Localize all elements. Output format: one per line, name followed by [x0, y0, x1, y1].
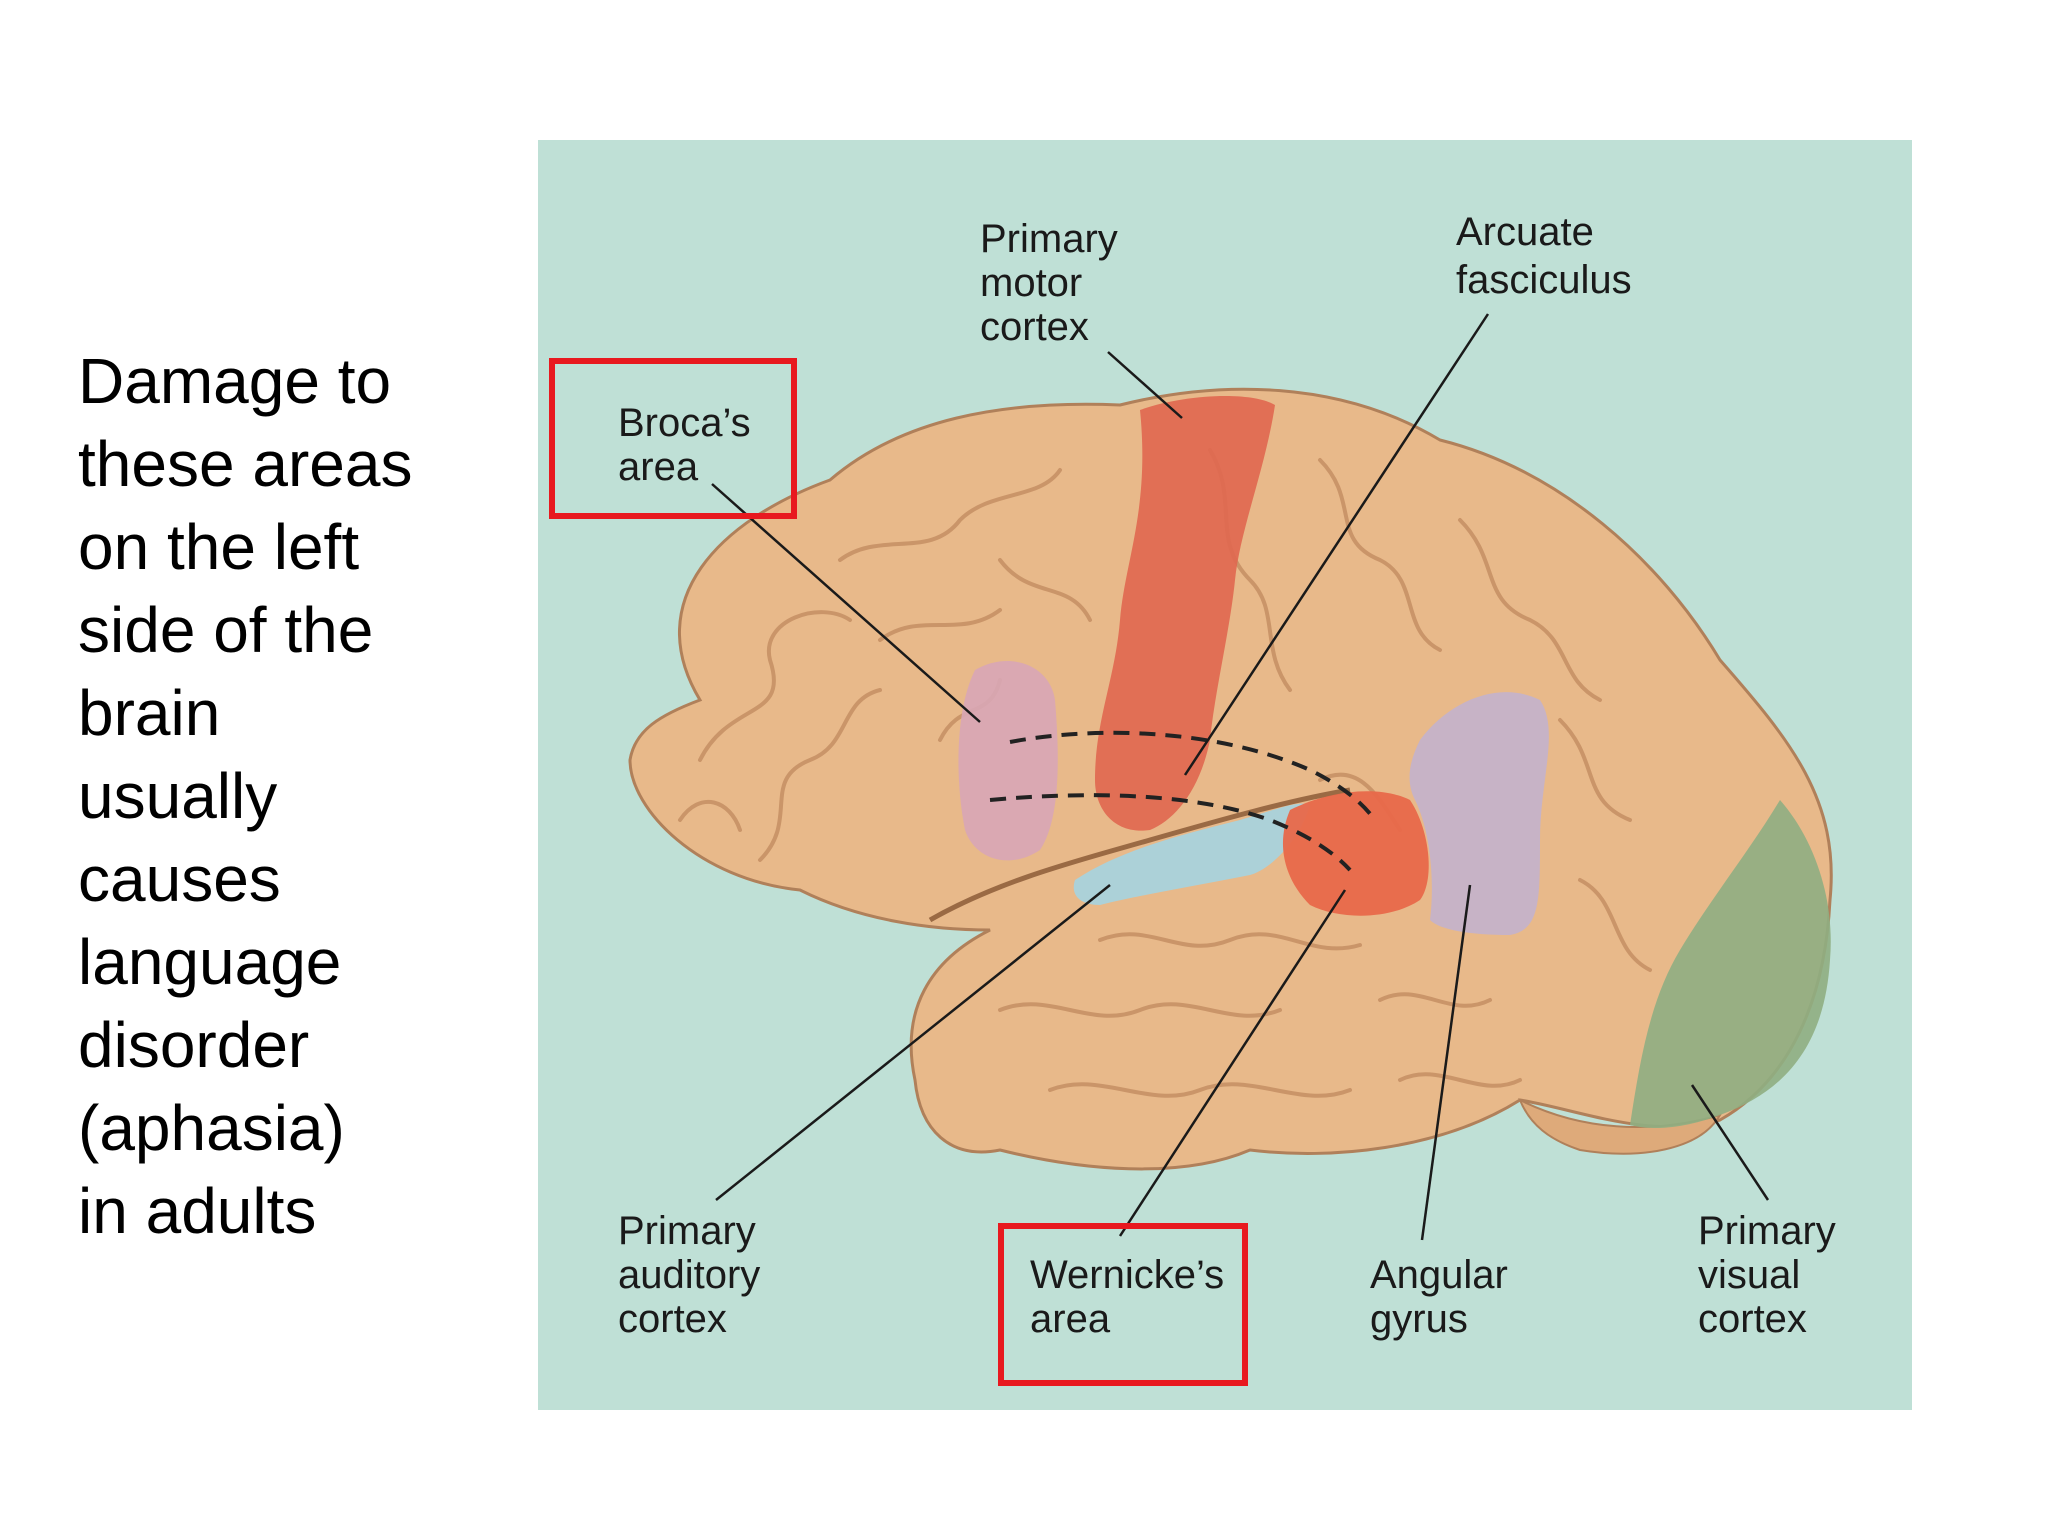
label-line: cortex	[980, 305, 1089, 349]
broca-region	[958, 661, 1058, 861]
label-line: Broca’s	[618, 401, 751, 445]
label-brocas-area: Broca’s area	[618, 401, 762, 489]
label-line: cortex	[618, 1297, 727, 1341]
text-line: brain	[78, 677, 221, 749]
broca-highlight-box	[549, 358, 797, 519]
leader-motor-cortex	[1107, 351, 1183, 419]
label-primary-auditory-cortex: Primary auditory cortex	[618, 1209, 771, 1341]
label-line: visual	[1698, 1253, 1800, 1297]
label-line: area	[1030, 1297, 1111, 1341]
wernicke-region	[1282, 791, 1429, 916]
text-line: language	[78, 926, 342, 998]
primary-auditory-cortex-region	[1073, 803, 1310, 905]
label-line: Angular	[1370, 1253, 1508, 1297]
label-line: fasciculus	[1456, 258, 1632, 302]
label-wernickes-area: Wernicke’s area	[1030, 1253, 1235, 1341]
text-line: these areas	[78, 428, 413, 500]
leader-angular	[1420, 884, 1472, 1241]
text-line: in adults	[78, 1175, 317, 1247]
label-line: Primary	[618, 1209, 756, 1253]
slide-text: Damage to these areas on the left side o…	[78, 340, 498, 1253]
leader-arcuate	[1183, 313, 1490, 776]
leader-lines	[711, 313, 1770, 1241]
text-line: on the left	[78, 511, 360, 583]
text-line: (aphasia)	[78, 1092, 345, 1164]
label-primary-motor-cortex: Primary motor cortex	[980, 217, 1129, 349]
label-angular-gyrus: Angular gyrus	[1370, 1253, 1519, 1341]
text-line: side of the	[78, 594, 374, 666]
label-line: motor	[980, 261, 1082, 305]
label-line: Arcuate	[1456, 210, 1594, 254]
text-line: causes	[78, 843, 281, 915]
label-arcuate-fasciculus: Arcuate fasciculus	[1456, 210, 1632, 302]
label-line: Primary	[980, 217, 1118, 261]
lateral-sulcus	[928, 787, 1351, 923]
label-line: Primary	[1698, 1209, 1836, 1253]
text-line: Damage to	[78, 345, 392, 417]
label-primary-visual-cortex: Primary visual cortex	[1698, 1209, 1847, 1341]
arcuate-fasciculus-paths	[989, 730, 1377, 872]
brain-lower-lobe	[1518, 1097, 1723, 1155]
primary-visual-cortex-region	[1630, 800, 1831, 1128]
primary-motor-cortex-region	[1095, 395, 1275, 831]
wernicke-highlight-box	[998, 1223, 1248, 1386]
label-line: Wernicke’s	[1030, 1253, 1224, 1297]
label-line: auditory	[618, 1253, 760, 1297]
leader-wernicke	[1118, 889, 1347, 1237]
text-line: disorder	[78, 1009, 310, 1081]
text-line: usually	[78, 760, 278, 832]
angular-gyrus-region	[1409, 692, 1549, 935]
leader-broca	[711, 483, 981, 723]
label-line: gyrus	[1370, 1297, 1468, 1341]
label-line: area	[618, 445, 699, 489]
leader-visual	[1690, 1084, 1770, 1201]
label-line: cortex	[1698, 1297, 1807, 1341]
leader-auditory	[715, 884, 1111, 1201]
